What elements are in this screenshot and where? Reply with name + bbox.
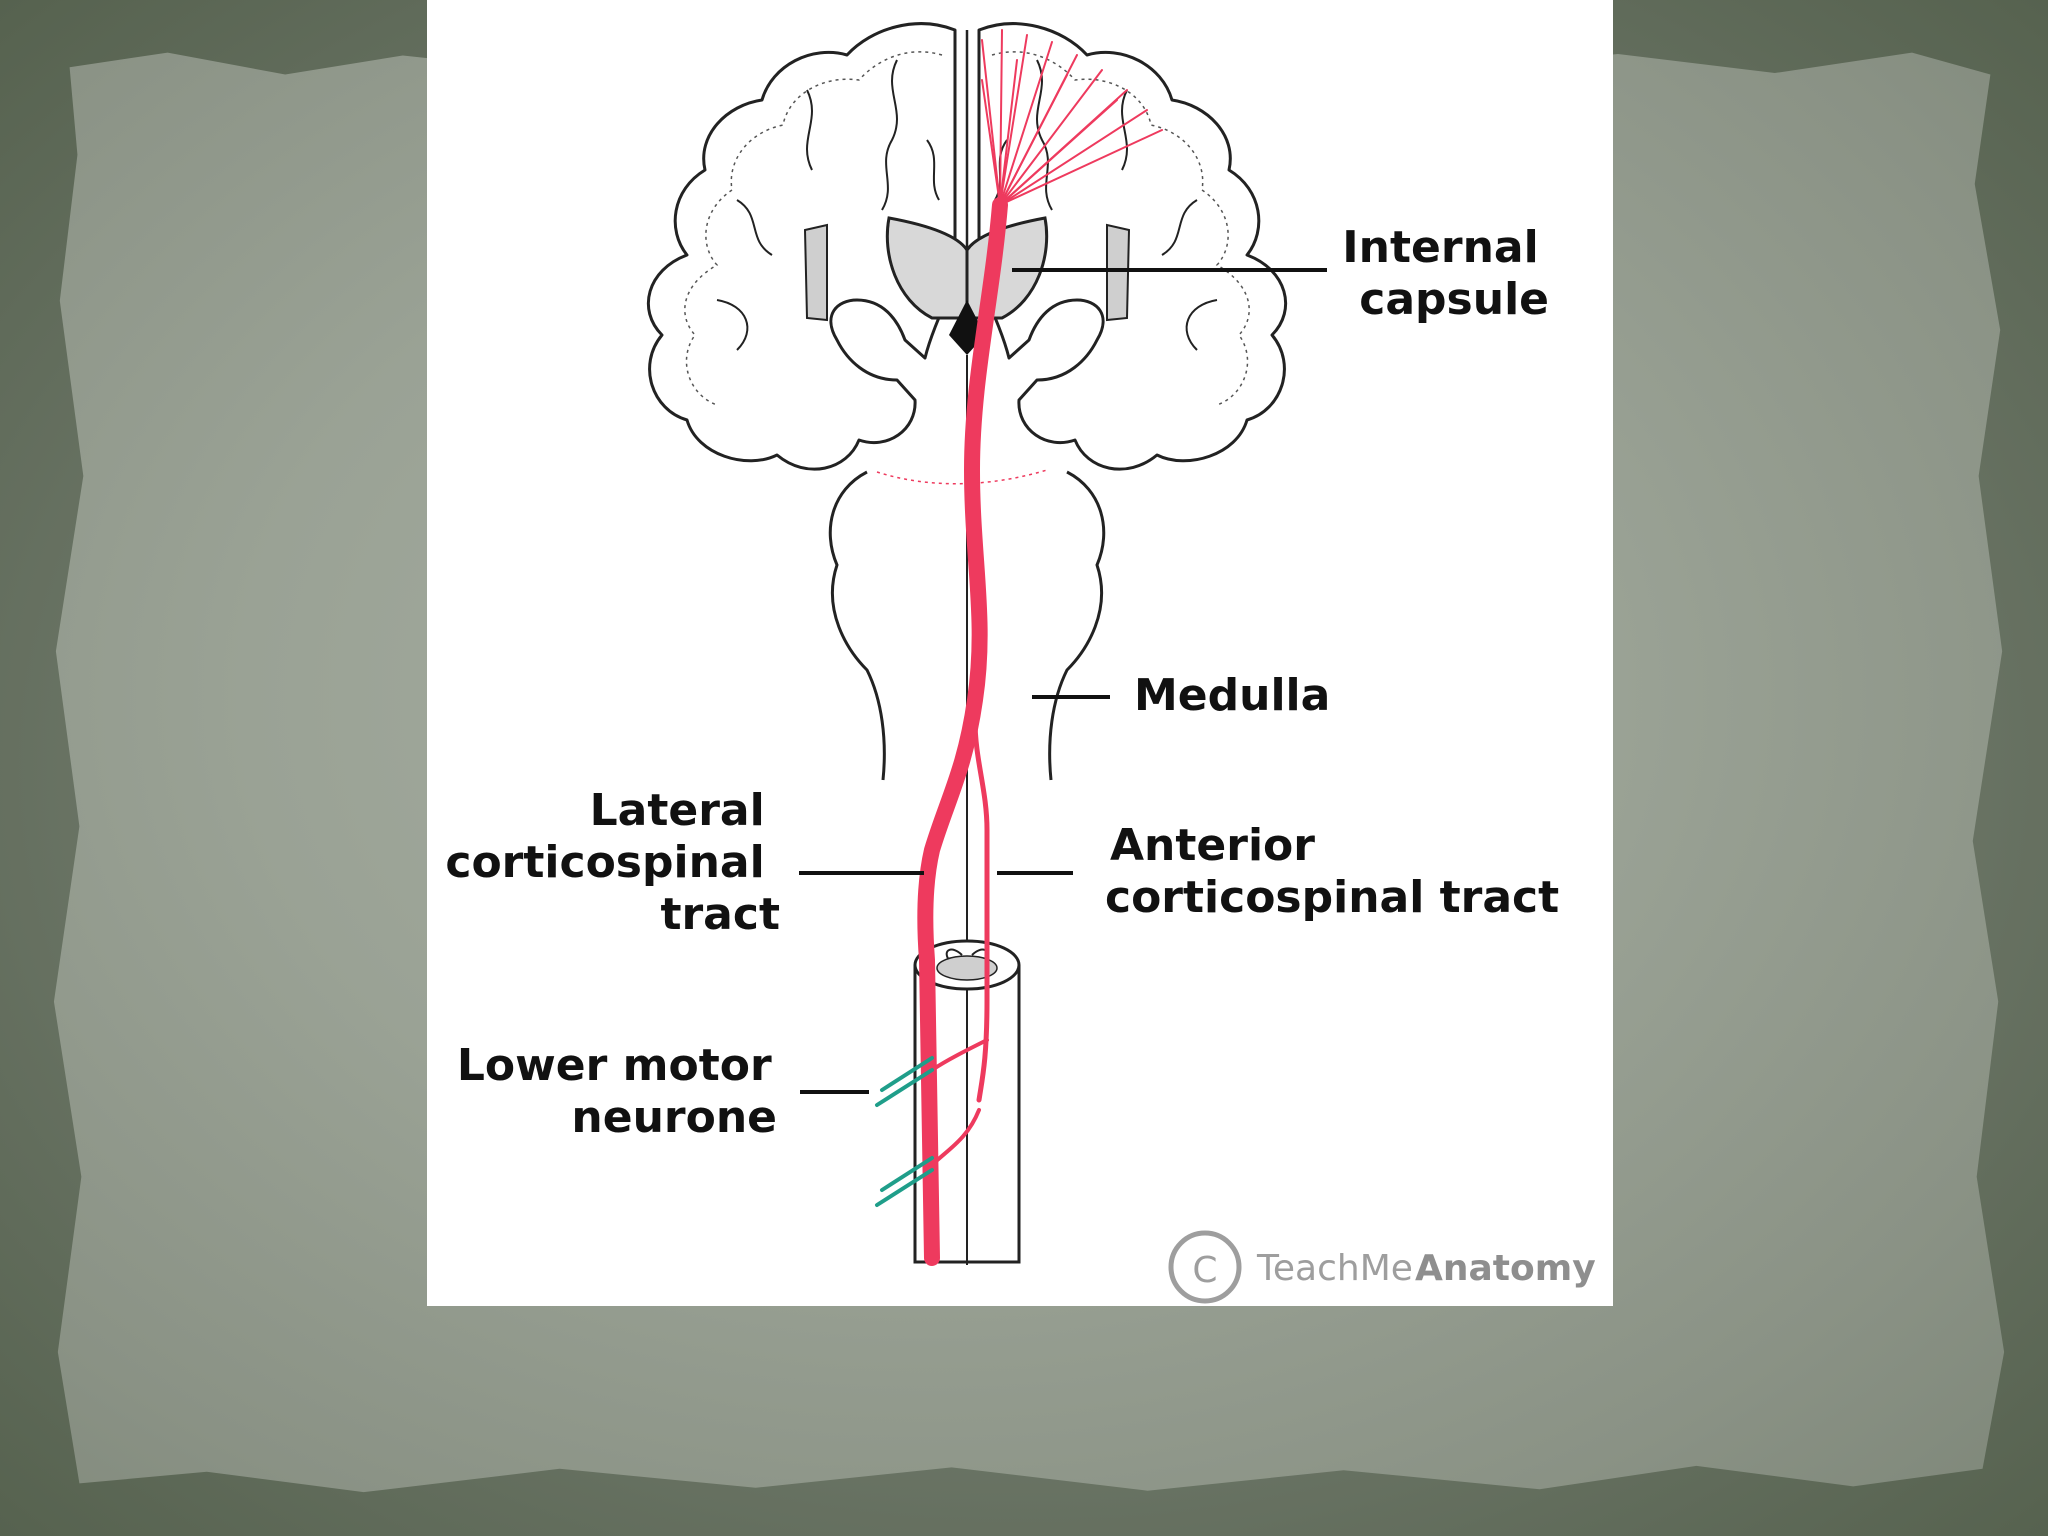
watermark-brand-bold: Anatomy: [1415, 1248, 1596, 1289]
pointer-lines: [799, 268, 1327, 1094]
label-internal-capsule: Internal capsule: [1342, 222, 1554, 325]
label-lateral-corticospinal-tract: Lateral corticospinal tract: [445, 785, 780, 940]
corticospinal-tract: [917, 29, 1163, 1266]
label-anterior-corticospinal-tract: Anterior corticospinal tract: [1105, 820, 1559, 923]
corticospinal-diagram: Internal capsule Medulla Lateral cortico…: [445, 22, 1596, 1304]
lower-motor-neurone-fibres: [875, 1056, 934, 1207]
teachmeanatomy-watermark: C TeachMe Anatomy: [1168, 1230, 1596, 1304]
label-anterior-line2: corticospinal tract: [1105, 872, 1559, 923]
label-lmn-line2: neurone: [571, 1092, 777, 1143]
thalamus: [803, 216, 1131, 355]
label-lateral-line1: Lateral: [590, 785, 765, 836]
copyright-icon: [1168, 1230, 1242, 1304]
label-lateral-line2: corticospinal: [445, 837, 764, 888]
label-medulla: Medulla: [1134, 670, 1330, 721]
label-lateral-line3: tract: [660, 889, 780, 940]
brain-outline: [646, 22, 1288, 471]
copyright-symbol: C: [1192, 1250, 1217, 1291]
label-internal-capsule-line2: capsule: [1359, 274, 1549, 325]
label-lower-motor-neurone: Lower motor neurone: [457, 1040, 787, 1143]
label-internal-capsule-line1: Internal: [1342, 222, 1538, 273]
label-lmn-line1: Lower motor: [457, 1040, 772, 1091]
label-anterior-line1: Anterior: [1110, 820, 1315, 871]
cortex-dotted-lines: [684, 51, 1250, 485]
diagram-panel: Internal capsule Medulla Lateral cortico…: [427, 0, 1613, 1306]
watermark-brand-light: TeachMe: [1256, 1248, 1413, 1289]
